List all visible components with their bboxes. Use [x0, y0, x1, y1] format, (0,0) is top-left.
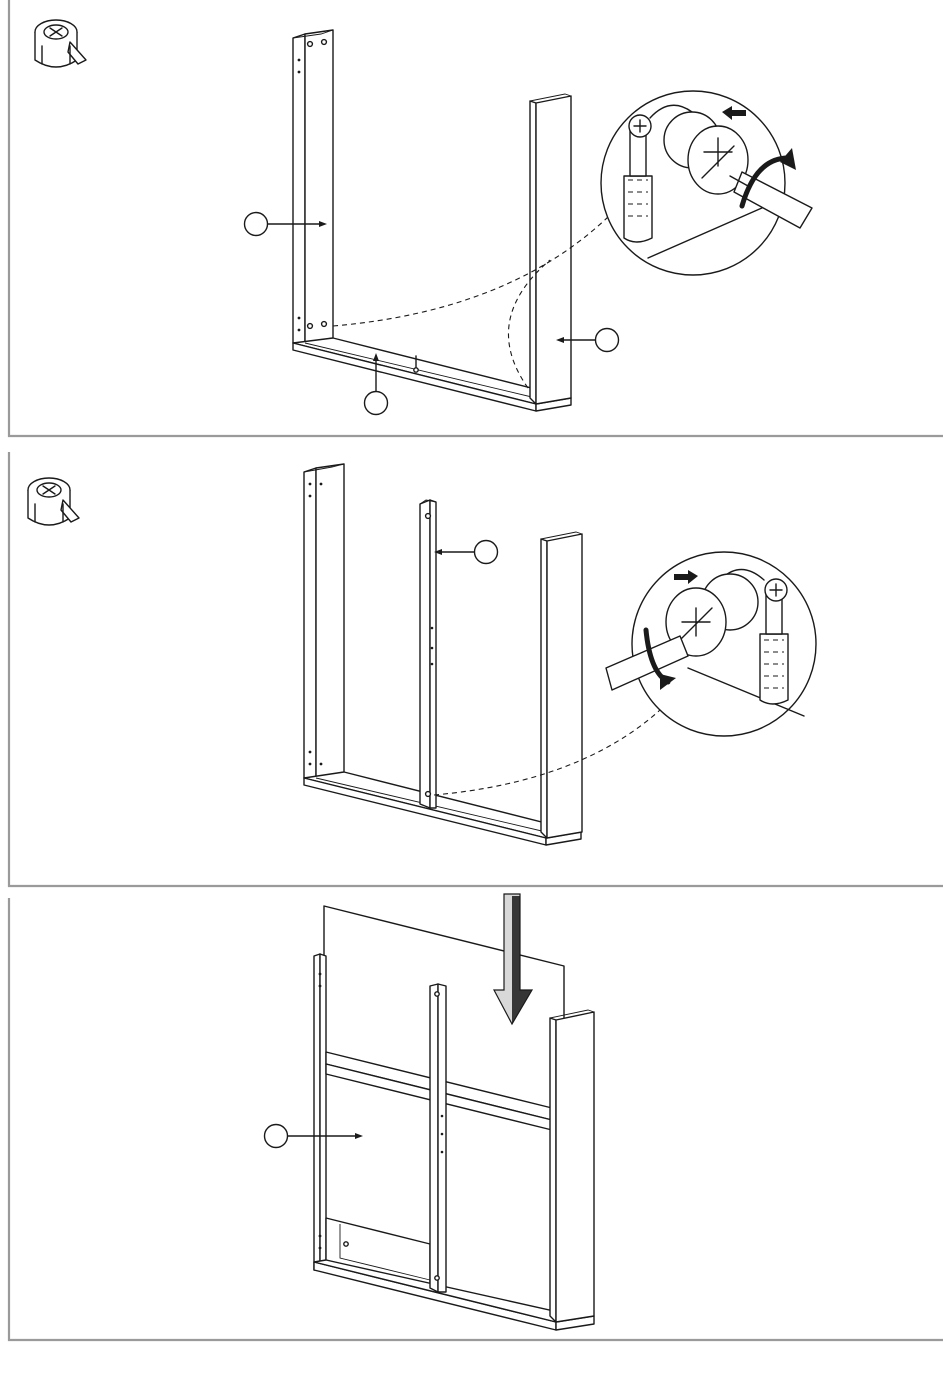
step-2-panel — [0, 452, 950, 892]
right-side-panel — [541, 532, 582, 838]
cam-lock-fitting-icon — [28, 478, 79, 525]
center-divider-panel — [430, 984, 446, 1292]
bottom-panel — [304, 772, 581, 845]
right-side-panel — [530, 94, 571, 404]
detail-leader-1 — [333, 205, 620, 326]
center-divider-panel — [420, 500, 436, 808]
step-1-illustration — [0, 0, 950, 440]
left-side-panel — [293, 30, 333, 343]
step-1-panel — [0, 0, 950, 440]
left-side-panel — [304, 464, 344, 778]
cam-lock-counterclockwise-icon — [606, 552, 816, 736]
step-3-illustration — [0, 898, 950, 1348]
right-side-panel — [550, 1010, 594, 1322]
step-2-illustration — [0, 452, 950, 892]
cam-lock-fitting-icon — [35, 20, 86, 67]
part-callout-divider — [434, 541, 498, 564]
step-3-panel — [0, 898, 950, 1348]
left-side-panel — [314, 954, 326, 1270]
cam-lock-clockwise-icon — [601, 91, 812, 275]
